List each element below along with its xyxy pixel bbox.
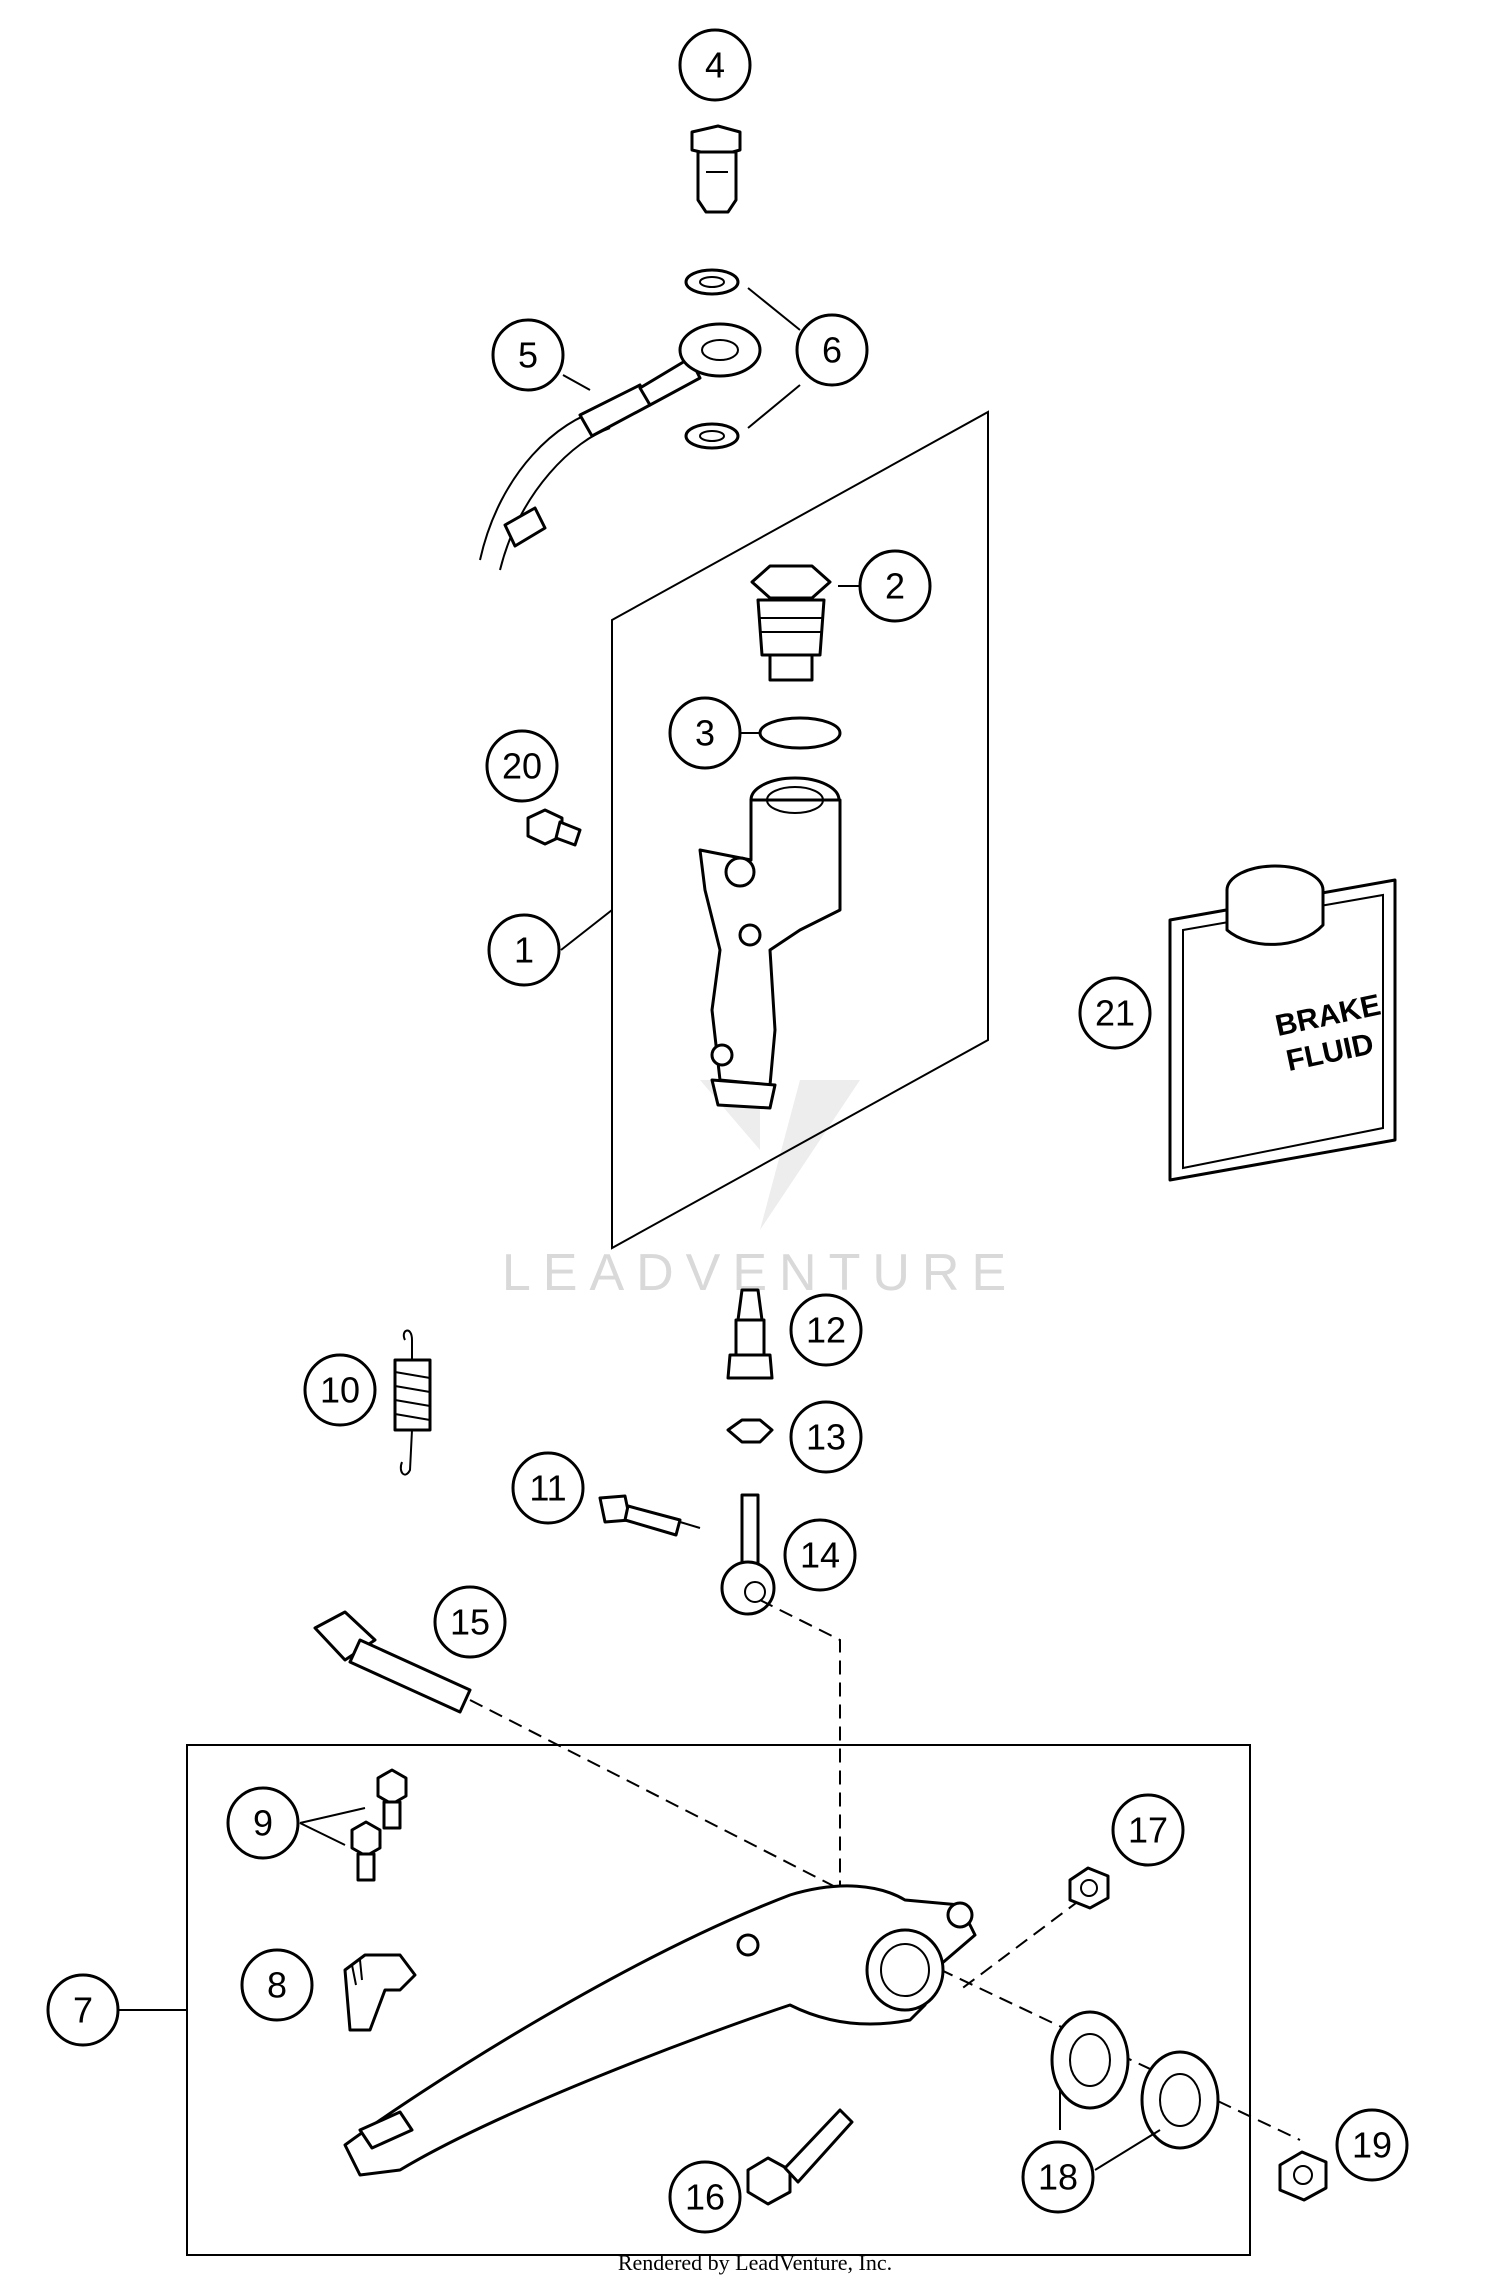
nut-13: [726, 1418, 774, 1444]
callout-label: 10: [320, 1370, 360, 1411]
callout-label: 4: [705, 45, 725, 86]
render-credit: Rendered by LeadVenture, Inc.: [618, 2250, 892, 2275]
callout-4[interactable]: 4: [678, 28, 752, 102]
callout-label: 12: [806, 1310, 846, 1351]
callout-1[interactable]: 1: [487, 913, 561, 987]
master-cylinder: [698, 776, 842, 1110]
watermark-text: LEADVENTURE: [502, 1244, 1018, 1302]
brake-lever: [343, 1884, 977, 2177]
o-ring: [758, 716, 842, 750]
callout-label: 13: [806, 1417, 846, 1458]
brake-lever-frame: [186, 1744, 1251, 2256]
bolt-15: [313, 1610, 472, 1714]
callout-7[interactable]: 7: [46, 1973, 120, 2047]
brake-pedal-tip: [343, 1953, 417, 2032]
callout-21[interactable]: 21: [1078, 976, 1152, 1050]
spring: [393, 1329, 432, 1476]
callout-label: 17: [1128, 1810, 1168, 1851]
bearings: [1050, 2010, 1220, 2150]
nut-19: [1278, 2150, 1328, 2202]
brake-fluid-bottle: BRAKE FLUID: [1168, 864, 1397, 1182]
brake-hose: [479, 322, 762, 571]
callout-10[interactable]: 10: [303, 1353, 377, 1427]
callout-8[interactable]: 8: [240, 1948, 314, 2022]
sealing-washers: [684, 268, 740, 450]
alignment-line-17: [959, 1899, 1081, 1991]
callout-6[interactable]: 6: [795, 313, 869, 387]
callout-label: 3: [695, 713, 715, 754]
callout-label: 20: [502, 746, 542, 787]
callout-label: 2: [885, 566, 905, 607]
bolt-16: [746, 2108, 854, 2206]
leader-lines: [118, 287, 1161, 2171]
callout-11[interactable]: 11: [511, 1451, 585, 1525]
callout-2[interactable]: 2: [858, 549, 932, 623]
callout-label: 21: [1095, 993, 1135, 1034]
callout-15[interactable]: 15: [433, 1585, 507, 1659]
callout-3[interactable]: 3: [668, 696, 742, 770]
screw-20: [526, 808, 582, 847]
nut-17: [1068, 1866, 1110, 1910]
bolt-11: [598, 1494, 701, 1537]
callout-label: 15: [450, 1602, 490, 1643]
clevis: [720, 1493, 776, 1616]
callout-label: 11: [529, 1468, 566, 1509]
callout-5[interactable]: 5: [491, 318, 565, 392]
alignment-line-14: [759, 1599, 921, 1921]
screws-9: [350, 1768, 408, 1882]
callout-label: 14: [800, 1535, 840, 1576]
callout-18[interactable]: 18: [1021, 2140, 1095, 2214]
callout-label: 8: [267, 1965, 287, 2006]
callout-label: 1: [514, 930, 534, 971]
callout-16[interactable]: 16: [668, 2160, 742, 2234]
callout-12[interactable]: 12: [789, 1293, 863, 1367]
callout-13[interactable]: 13: [789, 1400, 863, 1474]
reservoir-plug: [750, 564, 832, 682]
callout-14[interactable]: 14: [783, 1518, 857, 1592]
callout-17[interactable]: 17: [1111, 1793, 1185, 1867]
callout-20[interactable]: 20: [485, 729, 559, 803]
banjo-bolt: [690, 124, 742, 214]
callout-label: 16: [685, 2177, 725, 2218]
alignment-line-15: [469, 1699, 901, 1921]
callout-label: 19: [1352, 2125, 1392, 2166]
pushrod: [726, 1288, 774, 1380]
callout-label: 6: [822, 330, 842, 371]
callout-label: 7: [73, 1990, 93, 2031]
callout-label: 9: [253, 1803, 273, 1844]
callout-19[interactable]: 19: [1335, 2108, 1409, 2182]
callout-label: 18: [1038, 2157, 1078, 2198]
callout-label: 5: [518, 335, 538, 376]
callout-9[interactable]: 9: [226, 1786, 300, 1860]
master-cylinder-frame: [611, 410, 989, 1250]
